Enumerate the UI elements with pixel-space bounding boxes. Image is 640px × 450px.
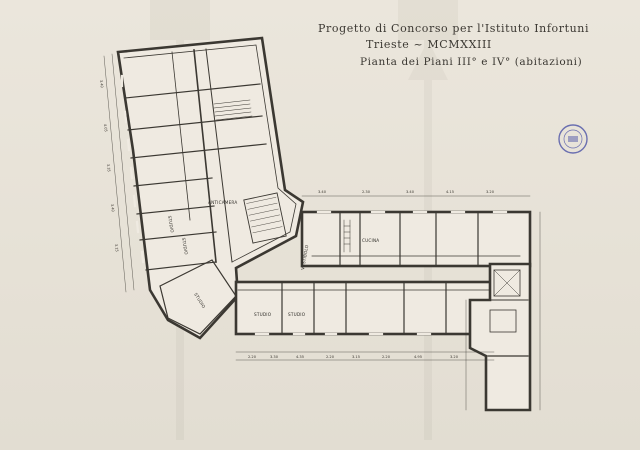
archive-stamp [558, 124, 588, 154]
dim-bottom-5: 3.15 [352, 355, 360, 359]
dim-bottom-1: 2.20 [248, 355, 257, 359]
dim-bottom-3: 4.35 [296, 355, 304, 359]
room-label-studio-5: STUDIO [288, 312, 306, 317]
dim-top-1: 3.40 [318, 190, 327, 194]
dim-left-2: 4.05 [103, 124, 108, 132]
dim-top-3: 3.40 [406, 190, 415, 194]
dim-top-2: 2.30 [362, 190, 371, 194]
dim-top-5: 3.20 [486, 190, 495, 194]
dim-left-4: 3.40 [110, 204, 115, 213]
dim-left-3: 3.35 [106, 164, 111, 172]
dim-bottom-8: 3.20 [450, 355, 459, 359]
dim-bottom-6: 2.20 [382, 355, 391, 359]
room-label-studio-4: STUDIO [254, 312, 272, 317]
dim-left-1: 3.40 [99, 80, 104, 89]
south-wing-walls [234, 280, 496, 336]
title-line-2: Trieste ~ MCMXXIII [366, 38, 492, 51]
southeast-tower-walls [468, 262, 532, 412]
dim-left-5: 3.15 [114, 244, 119, 252]
room-label-cucina: CUCINA [362, 238, 379, 243]
room-label-anticamera: ANTICAMERA [208, 200, 237, 205]
east-wing-walls [300, 210, 532, 268]
title-line-1: Progetto di Concorso per l'Istituto Info… [318, 22, 590, 35]
room-label-studio-1: STUDIO [167, 215, 175, 233]
dimension-lines [103, 53, 541, 411]
room-label-studio-2: STUDIO [181, 237, 189, 255]
dim-bottom-7: 4.95 [414, 355, 422, 359]
dim-bottom-2: 3.30 [270, 355, 279, 359]
title-line-3: Pianta dei Piani III° e IV° (abitazioni) [360, 56, 583, 68]
room-label-vestibolo: VESTIBOLO [300, 244, 309, 270]
dim-top-4: 4.15 [446, 190, 454, 194]
dim-bottom-4: 2.20 [326, 355, 335, 359]
